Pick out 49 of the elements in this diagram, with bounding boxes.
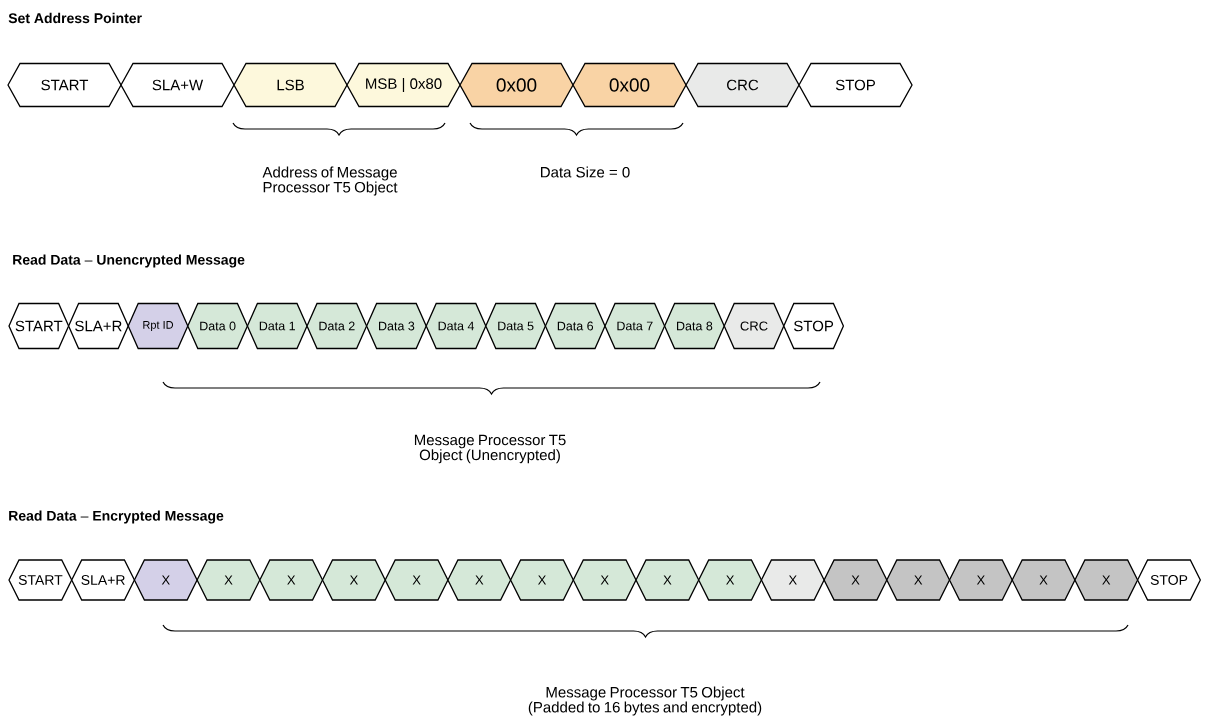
byte-field: X bbox=[259, 559, 324, 601]
byte-field: Data 5 bbox=[485, 302, 547, 350]
byte-field: 0x00 bbox=[459, 62, 574, 108]
byte-field: 0x00 bbox=[572, 62, 687, 108]
byte-field: Data 1 bbox=[246, 302, 308, 350]
byte-field: Data 7 bbox=[604, 302, 666, 350]
section-heading: Set Address Pointer bbox=[8, 12, 142, 24]
byte-field: STOP bbox=[783, 302, 845, 350]
byte-field: X bbox=[698, 559, 763, 601]
byte-field: START bbox=[7, 62, 122, 108]
byte-field: SLA+W bbox=[120, 62, 235, 108]
byte-field: START bbox=[8, 302, 70, 350]
byte-field: X bbox=[1074, 559, 1139, 601]
byte-field: X bbox=[384, 559, 449, 601]
byte-field: X bbox=[823, 559, 888, 601]
section-heading: Read Data – Encrypted Message bbox=[9, 510, 224, 524]
byte-field: LSB bbox=[233, 62, 348, 108]
byte-field: SLA+R bbox=[67, 302, 129, 350]
byte-field: X bbox=[321, 559, 386, 601]
brace-label: Message Processor T5 Object (Padded to 16 bytes and encrypted) bbox=[528, 686, 762, 716]
byte-field: Data 2 bbox=[306, 302, 368, 350]
byte-field: Data 8 bbox=[663, 302, 725, 350]
byte-field: STOP bbox=[1136, 559, 1202, 601]
byte-field: Rpt ID bbox=[127, 302, 189, 350]
section-heading: Read Data – Unencrypted Message bbox=[13, 254, 245, 268]
byte-field: CRC bbox=[685, 62, 800, 108]
byte-field: Data 3 bbox=[365, 302, 427, 350]
byte-field: X bbox=[572, 559, 637, 601]
byte-field: START bbox=[8, 559, 73, 601]
byte-field: MSB | 0x80 bbox=[346, 62, 461, 108]
brace-label: Data Size = 0 bbox=[541, 166, 630, 178]
brace-label: Address of Message Processor T5 Object bbox=[262, 166, 398, 196]
byte-field: STOP bbox=[798, 62, 913, 108]
byte-field: X bbox=[886, 559, 951, 601]
byte-field: Data 0 bbox=[187, 302, 249, 350]
byte-field: X bbox=[635, 559, 700, 601]
node-label: STOP bbox=[1150, 575, 1188, 585]
byte-field: X bbox=[447, 559, 512, 601]
byte-field: X bbox=[133, 559, 198, 601]
byte-field: Data 4 bbox=[425, 302, 487, 350]
byte-field: X bbox=[1011, 559, 1076, 601]
byte-field: X bbox=[509, 559, 575, 601]
byte-field: SLA+R bbox=[71, 559, 136, 601]
byte-field: X bbox=[196, 559, 261, 601]
byte-field: Data 6 bbox=[544, 302, 606, 350]
brace-label: Message Processor T5 Object (Unencrypted) bbox=[414, 434, 566, 464]
byte-field: X bbox=[760, 559, 825, 601]
byte-field: X bbox=[948, 559, 1013, 601]
byte-field: CRC bbox=[723, 302, 785, 350]
